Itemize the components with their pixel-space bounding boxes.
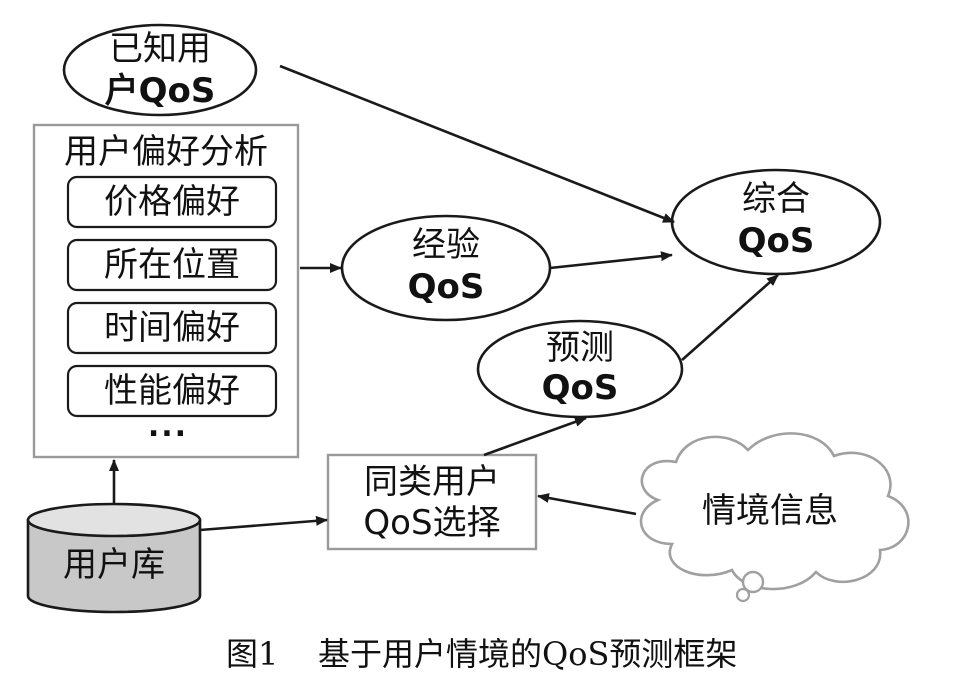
empirical-qos-line2: QoS (408, 267, 485, 307)
preference-item-price: 价格偏好 (66, 175, 278, 229)
preference-item-location: 所在位置 (66, 238, 278, 292)
arrow-selection-to-predicted (483, 416, 587, 457)
predicted-qos-line2: QoS (542, 368, 619, 408)
preference-ellipsis: ... (148, 409, 188, 444)
arrow-known-to-combined (279, 64, 675, 224)
figure-caption: 图1 基于用户情境的QoS预测框架 (226, 635, 737, 673)
similar-user-qos-selection-box: 同类用户 QoS选择 (326, 453, 538, 551)
similar-user-line1: 同类用户 (364, 462, 500, 502)
combined-qos-line2: QoS (738, 221, 815, 261)
context-info-cloud: 情境信息 (639, 432, 910, 603)
preference-item-label: 所在位置 (104, 245, 240, 285)
arrow-database-to-selection (199, 515, 328, 532)
similar-user-line2: QoS选择 (363, 503, 500, 543)
preference-item-label: 时间偏好 (104, 308, 240, 348)
figure-number: 图1 (226, 635, 278, 673)
preference-item-time: 时间偏好 (66, 301, 278, 355)
preference-item-label: 性能偏好 (104, 371, 240, 411)
preference-item-label: 价格偏好 (104, 182, 240, 222)
arrow-predicted-to-combined (681, 274, 779, 361)
combined-qos-line1: 综合 (742, 179, 810, 219)
user-database: 用户库 (26, 502, 202, 614)
user-preference-analysis-box: 用户偏好分析 价格偏好 所在位置 时间偏好 性能偏好 ... (32, 123, 300, 459)
predicted-qos-node: 预测 QoS (476, 319, 684, 419)
user-preference-analysis-title: 用户偏好分析 (64, 132, 268, 172)
arrow-empirical-to-combined (549, 251, 673, 270)
predicted-qos-line1: 预测 (546, 328, 614, 368)
empirical-qos-line1: 经验 (412, 225, 480, 265)
empirical-qos-node: 经验 QoS (340, 214, 552, 322)
arrow-context-to-selection (537, 493, 637, 516)
known-qos-node: 已知用 户QoS (62, 23, 258, 117)
preference-item-performance: 性能偏好 (66, 364, 278, 418)
figure-title: 基于用户情境的QoS预测框架 (318, 635, 737, 673)
known-qos-line2: 户QoS (105, 71, 216, 111)
combined-qos-node: 综合 QoS (670, 168, 882, 276)
user-database-label: 用户库 (63, 545, 165, 585)
known-qos-line1: 已知用 (109, 29, 211, 69)
context-info-label: 情境信息 (702, 491, 838, 531)
